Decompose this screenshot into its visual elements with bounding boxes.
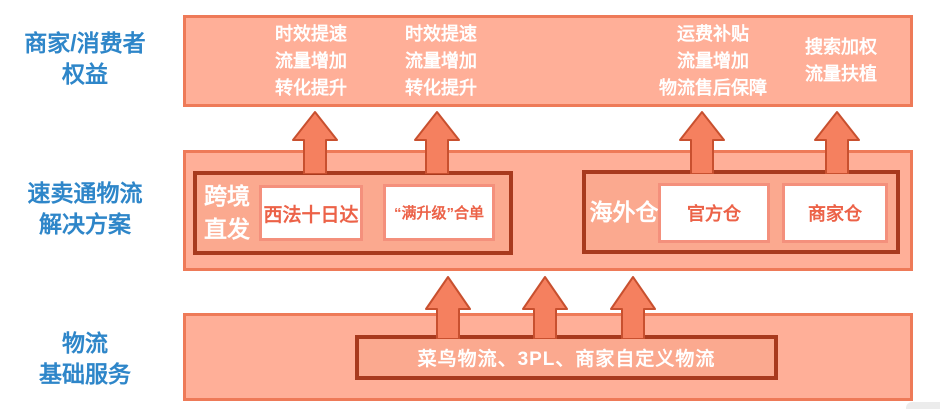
benefit-line: 流量增加 <box>275 50 347 71</box>
row-label-rights-line1: 商家/消费者 <box>24 30 146 56</box>
benefit-line: 转化提升 <box>275 77 347 98</box>
item-label: “满升级”合单 <box>393 205 484 222</box>
up-arrow-icon <box>610 276 656 339</box>
cross-border-label: 跨境 直发 <box>200 175 254 251</box>
benefit-line: 运费补贴 <box>677 23 749 44</box>
up-arrow-shape <box>425 276 471 339</box>
benefits-box: 时效提速 流量增加 转化提升 时效提速 流量增加 转化提升 运费补贴 流量增加 … <box>183 15 913 107</box>
overseas-warehouse-label-text: 海外仓 <box>589 198 659 225</box>
basic-services-label: 菜鸟物流、3PL、商家自定义物流 <box>417 349 716 370</box>
up-arrow-icon <box>679 111 725 174</box>
benefit-column-3: 运费补贴 流量增加 物流售后保障 <box>633 18 793 104</box>
row-label-rights: 商家/消费者 权益 <box>8 28 162 90</box>
up-arrow-shape <box>292 111 338 174</box>
up-arrow-icon <box>522 276 568 339</box>
item-spain-france-ten-day: 西法十日达 <box>259 185 363 241</box>
item-label: 西法十日达 <box>263 204 359 226</box>
overseas-warehouse-label: 海外仓 <box>586 174 662 250</box>
row-label-solutions: 速卖通物流 解决方案 <box>8 178 162 240</box>
overseas-warehouse-group: 海外仓 官方仓 商家仓 <box>582 170 900 254</box>
up-arrow-shape <box>814 111 860 174</box>
benefit-line: 流量增加 <box>677 50 749 71</box>
benefit-line: 时效提速 <box>275 23 347 44</box>
cross-border-group: 跨境 直发 西法十日达 “满升级”合单 <box>193 171 513 255</box>
row-label-basic: 物流 基础服务 <box>8 328 162 390</box>
up-arrow-icon <box>814 111 860 174</box>
row-label-solutions-line2: 解决方案 <box>39 211 131 237</box>
up-arrow-shape <box>414 111 460 174</box>
row-label-solutions-line1: 速卖通物流 <box>27 180 143 206</box>
benefit-column-1: 时效提速 流量增加 转化提升 <box>231 18 391 104</box>
benefit-line: 转化提升 <box>405 77 477 98</box>
benefit-line: 搜索加权 <box>805 37 877 57</box>
row-label-basic-line2: 基础服务 <box>39 361 131 387</box>
item-label: 商家仓 <box>808 204 862 224</box>
benefit-column-4: 搜索加权 流量扶植 <box>761 18 921 104</box>
benefit-line: 时效提速 <box>405 23 477 44</box>
row-label-rights-line2: 权益 <box>62 61 108 87</box>
cross-border-label-line2: 直发 <box>204 216 250 242</box>
row-label-basic-line1: 物流 <box>62 330 108 356</box>
benefit-line: 流量扶植 <box>805 64 877 84</box>
cross-border-label-line1: 跨境 <box>204 183 250 209</box>
item-label: 官方仓 <box>687 204 741 224</box>
up-arrow-shape <box>610 276 656 339</box>
benefit-line: 流量增加 <box>405 50 477 71</box>
up-arrow-icon <box>292 111 338 174</box>
up-arrow-icon <box>414 111 460 174</box>
up-arrow-icon <box>425 276 471 339</box>
benefit-line: 物流售后保障 <box>659 77 767 98</box>
window-corner-artifact <box>906 402 940 409</box>
up-arrow-shape <box>679 111 725 174</box>
item-merchant-warehouse: 商家仓 <box>782 183 888 243</box>
item-upgrade-combine-order: “满升级”合单 <box>383 184 495 241</box>
up-arrow-shape <box>522 276 568 339</box>
benefit-column-2: 时效提速 流量增加 转化提升 <box>361 18 521 104</box>
item-official-warehouse: 官方仓 <box>658 183 770 243</box>
basic-services-group: 菜鸟物流、3PL、商家自定义物流 <box>355 335 778 380</box>
